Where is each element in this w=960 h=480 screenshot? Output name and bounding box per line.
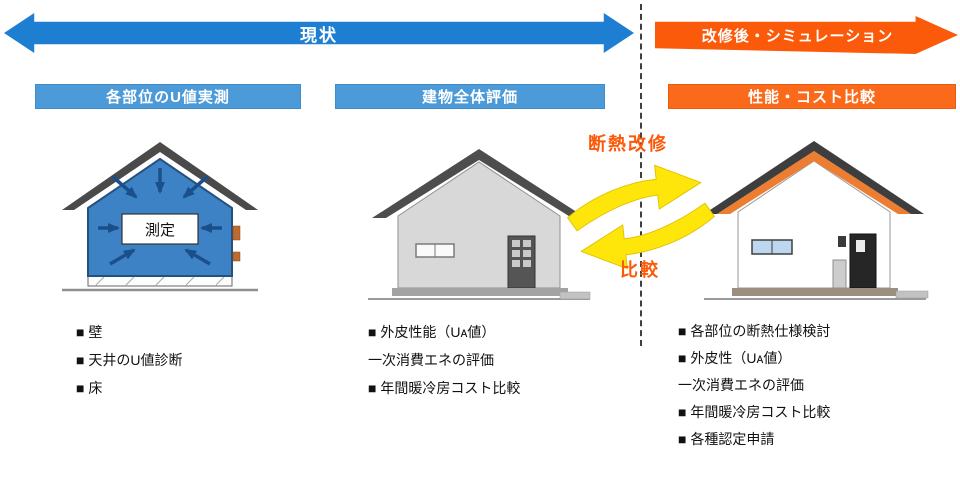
list-item: ■ 天井のU値診断 xyxy=(76,352,183,368)
current-phase-label: 現状 xyxy=(300,25,338,45)
exchange-arrows xyxy=(566,164,716,270)
water-heater-unit xyxy=(832,259,847,289)
wall-sensor xyxy=(232,251,241,262)
list-item: ■ 外皮性能（Uᴀ値） xyxy=(368,324,496,340)
measurement-caption: 測定 xyxy=(145,222,175,239)
list-item: 一次消費エネの評価 xyxy=(368,352,494,368)
door-panes xyxy=(512,240,531,267)
floor-hatching xyxy=(95,276,225,286)
column-header-u-value-measurement: 各部位のU値実測 xyxy=(35,84,301,109)
after-renovation-phase-arrow: 改修後・シミュレーション xyxy=(655,16,958,54)
roof xyxy=(704,141,924,214)
house-cross-section-illustration: 測定 xyxy=(62,142,258,292)
current-phase-arrow: 現状 xyxy=(4,13,634,53)
column-header-performance-cost-comparison: 性能・コスト比較 xyxy=(668,84,956,109)
list-item: ■ 各種認定申請 xyxy=(678,431,775,447)
list-item: ■ 年間暖冷房コスト比較 xyxy=(678,404,831,420)
house-current-illustration xyxy=(368,149,591,300)
house-renovated-illustration xyxy=(704,141,929,300)
phase-divider-dashed-line xyxy=(640,4,642,346)
list-item: ■ 外皮性（Uᴀ値） xyxy=(678,350,792,366)
list-item: ■ 各部位の断熱仕様検討 xyxy=(678,323,831,339)
door-pane xyxy=(856,240,865,252)
roof-insulation-band xyxy=(717,151,911,214)
list-item: ■ 床 xyxy=(76,380,103,396)
approach-path xyxy=(895,290,929,299)
list-item: ■ 年間暖冷房コスト比較 xyxy=(368,380,521,396)
comparison-arrow-left xyxy=(580,202,716,270)
wall xyxy=(397,161,561,289)
after-renovation-phase-label: 改修後・シミュレーション xyxy=(701,27,894,45)
insulation-renovation-label: 断熱改修 xyxy=(588,134,668,154)
column-header-whole-building-evaluation: 建物全体評価 xyxy=(335,84,605,109)
list-item: 一次消費エネの評価 xyxy=(678,377,804,393)
renovation-arrow-right xyxy=(566,164,702,232)
roof xyxy=(372,149,586,218)
roof xyxy=(62,142,258,210)
measurement-caption-box xyxy=(121,213,199,245)
performance-cost-comparison-list: ■ 各部位の断熱仕様検討 ■ 外皮性（Uᴀ値） 一次消費エネの評価 ■ 年間暖冷… xyxy=(678,318,830,453)
porch-light xyxy=(838,236,846,247)
heat-flow-arrows xyxy=(98,168,222,266)
u-value-measurement-list: ■ 壁 ■ 天井のU値診断 ■ 床 xyxy=(76,318,182,402)
approach-path xyxy=(559,291,591,300)
foundation xyxy=(392,288,568,296)
comparison-label: 比較 xyxy=(620,260,660,280)
wall-sensor xyxy=(232,225,241,241)
building-evaluation-list: ■ 外皮性能（Uᴀ値） 一次消費エネの評価 ■ 年間暖冷房コスト比較 xyxy=(368,318,520,402)
list-item: ■ 壁 xyxy=(76,324,103,340)
foundation xyxy=(732,288,898,296)
